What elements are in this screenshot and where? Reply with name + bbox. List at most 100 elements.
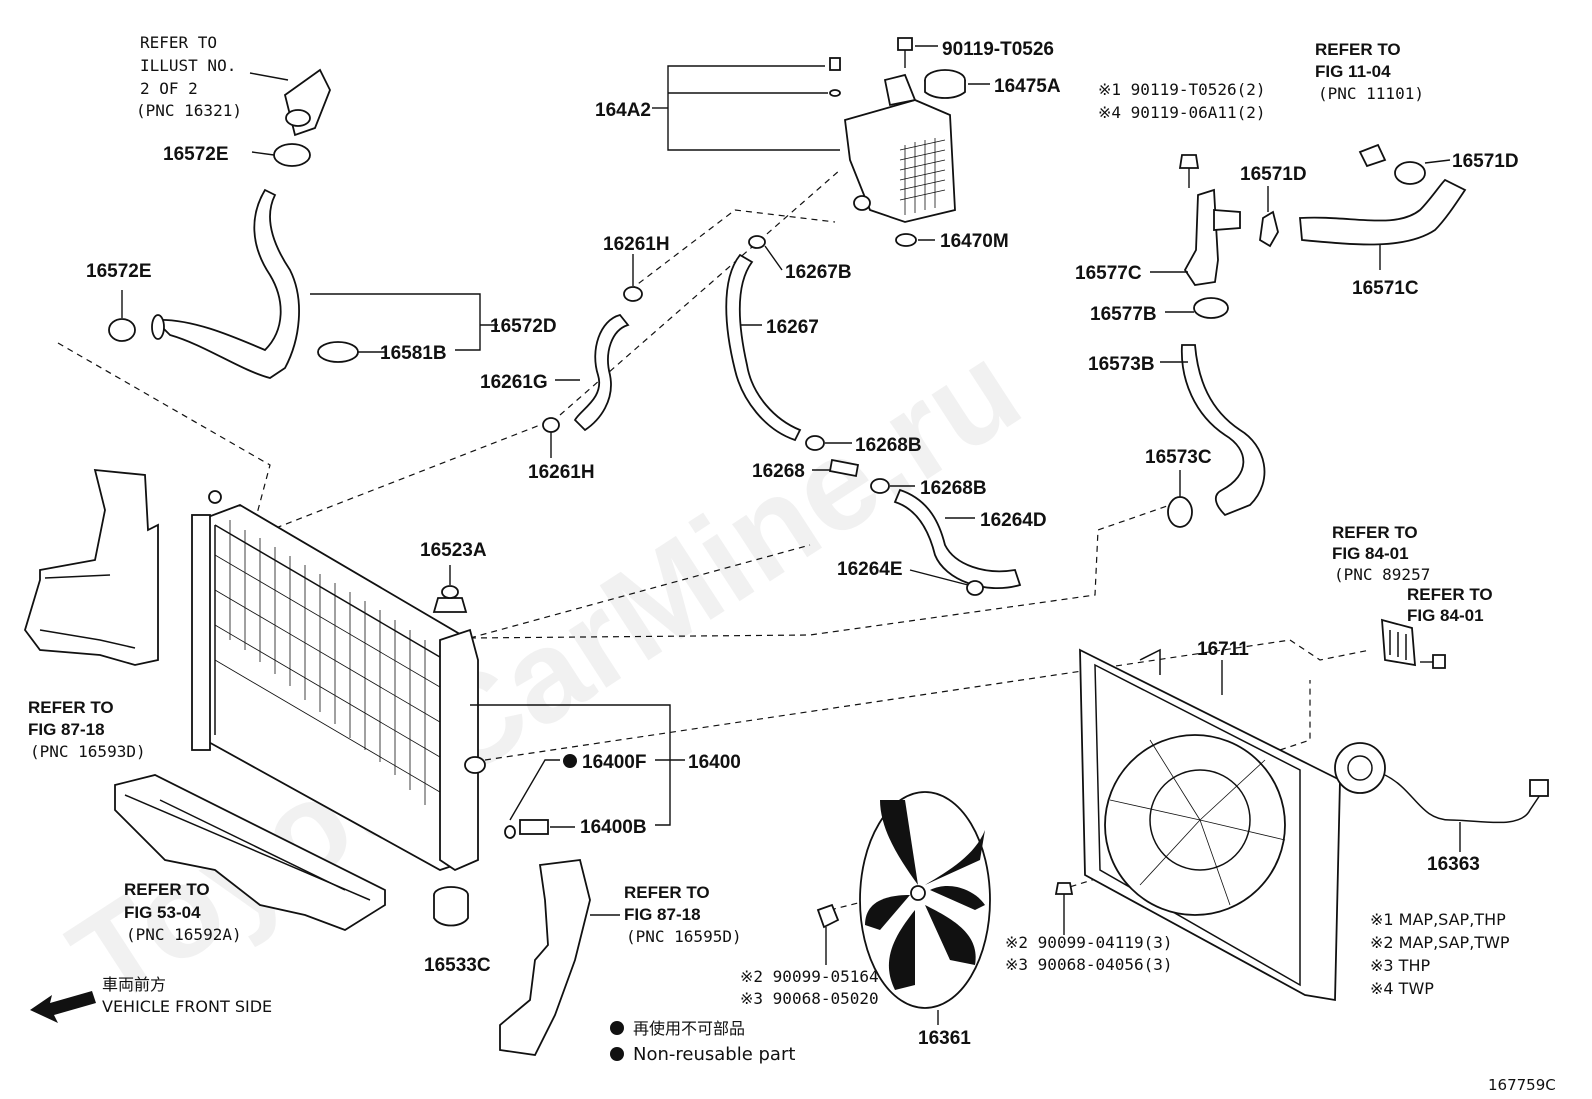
part-labels: 90119-T0526 16475A 164A2 16470M 16267B 1… bbox=[86, 39, 1519, 1049]
label-16581B: 16581B bbox=[380, 343, 447, 364]
lower-hose-16573B bbox=[1160, 344, 1266, 517]
heater-hose-16261G bbox=[555, 313, 630, 432]
ref-top-left-line-4: (PNC 16321) bbox=[136, 101, 242, 120]
label-16475A: 16475A bbox=[994, 76, 1061, 97]
hose-outlet-16321 bbox=[283, 68, 331, 137]
hose-16571C bbox=[1299, 178, 1467, 270]
ref-top-right-line-1: REFER TO bbox=[1315, 40, 1401, 59]
ref-right-bolt: REFER TO FIG 84-01 bbox=[1407, 585, 1493, 625]
label-16268B-bottom: 16268B bbox=[920, 478, 987, 499]
radiator-upper-hose-16572D bbox=[151, 188, 300, 379]
ref-top-right: REFER TO FIG 11-04 (PNC 11101) bbox=[1315, 40, 1424, 103]
label-16571C: 16571C bbox=[1352, 278, 1419, 299]
ref-top-left: REFER TO ILLUST NO. 2 OF 2 (PNC 16321) bbox=[136, 33, 289, 120]
hose-16264D bbox=[893, 488, 1022, 589]
vehicle-front-indicator: 車両前方 VEHICLE FRONT SIDE bbox=[30, 975, 272, 1023]
label-16267B: 16267B bbox=[785, 262, 852, 283]
note-fan-nut-2: ※3 90068-05020 bbox=[740, 989, 879, 1008]
hose-clamp-16571D-right bbox=[1394, 159, 1451, 185]
radiator-cap-seat-16523A bbox=[432, 565, 468, 613]
label-16268: 16268 bbox=[752, 461, 805, 482]
vehicle-front-en: VEHICLE FRONT SIDE bbox=[102, 997, 272, 1016]
ref-bottom-mid: REFER TO FIG 87-18 (PNC 16595D) bbox=[624, 883, 742, 946]
ref-bottom-mid-line-1: REFER TO bbox=[624, 883, 710, 902]
drain-cock-16400B bbox=[504, 819, 575, 839]
fan-nut bbox=[816, 903, 840, 965]
radiator-cushion-16533C bbox=[433, 886, 469, 927]
note-fan-nut-1: ※2 90099-05164 bbox=[740, 967, 879, 986]
legend: 再使用不可部品 Non-reusable part bbox=[610, 1019, 795, 1065]
label-16400F: 16400F bbox=[582, 752, 646, 773]
label-16533C: 16533C bbox=[424, 955, 491, 976]
figure-id: 167759C bbox=[1488, 1076, 1556, 1094]
bolt-tank-set bbox=[1178, 154, 1200, 188]
label-16572D: 16572D bbox=[490, 316, 557, 337]
ref-bottom-mid-line-3: (PNC 16595D) bbox=[626, 927, 742, 946]
label-16400: 16400 bbox=[688, 752, 741, 773]
fan-shroud-16711 bbox=[1079, 648, 1341, 1002]
label-16711: 16711 bbox=[1197, 639, 1249, 660]
label-16572E-top: 16572E bbox=[163, 144, 229, 165]
label-164A2: 164A2 bbox=[595, 100, 651, 121]
hose-11101 bbox=[1358, 143, 1387, 168]
ref-top-right-line-3: (PNC 11101) bbox=[1318, 84, 1424, 103]
ref-bottom-left-line-2: FIG 53-04 bbox=[124, 903, 201, 922]
label-16363: 16363 bbox=[1427, 854, 1480, 875]
label-16268B-top: 16268B bbox=[855, 435, 922, 456]
hose-clamp-16261H-bottom bbox=[542, 417, 560, 458]
air-guide-bottom-16592A bbox=[114, 774, 386, 931]
radiator-assembly-16400 bbox=[191, 490, 486, 872]
variant-notes: ※1 MAP,SAP,THP ※2 MAP,SAP,TWP ※3 THP ※4 … bbox=[1370, 910, 1510, 998]
leader-16400-bracket bbox=[470, 704, 671, 826]
label-16571D-right: 16571D bbox=[1452, 151, 1519, 172]
note-shroud-bolt-1: ※2 90099-04119(3) bbox=[1005, 933, 1173, 952]
hose-clamp-16261H-top bbox=[623, 254, 643, 302]
hose-clamp-16268B-bottom bbox=[870, 478, 915, 494]
hose-clamp-16572E-top bbox=[251, 143, 311, 167]
label-16572E-left: 16572E bbox=[86, 261, 152, 282]
ref-right-relay-line-3: (PNC 89257 bbox=[1334, 565, 1430, 584]
label-16264D: 16264D bbox=[980, 510, 1047, 531]
relay-bolt bbox=[1420, 654, 1446, 669]
reservoir-tank-16470 bbox=[844, 73, 956, 223]
label-16261G: 16261G bbox=[480, 372, 548, 393]
ref-top-left-line-1: REFER TO bbox=[140, 33, 217, 52]
variant-note-2: ※2 MAP,SAP,TWP bbox=[1370, 933, 1510, 952]
hose-clamp-16267B bbox=[748, 235, 783, 271]
legend-filled-circle-icon bbox=[610, 1021, 624, 1035]
hose-clamp-16268B-top bbox=[805, 435, 852, 451]
label-16523A: 16523A bbox=[420, 540, 487, 561]
clip-16264E bbox=[909, 569, 984, 596]
ref-top-right-line-2: FIG 11-04 bbox=[1315, 62, 1391, 81]
label-16577B: 16577B bbox=[1090, 304, 1157, 325]
bolt-90119-T0526 bbox=[897, 37, 938, 68]
ref-top-left-line-2: ILLUST NO. bbox=[140, 56, 236, 75]
ref-bottom-left-line-3: (PNC 16592A) bbox=[126, 925, 242, 944]
label-16361: 16361 bbox=[918, 1028, 971, 1049]
vehicle-front-jp: 車両前方 bbox=[102, 975, 166, 994]
label-16573B: 16573B bbox=[1088, 354, 1155, 375]
reservoir-hose-16267 bbox=[725, 253, 802, 442]
reservoir-cap-16475A bbox=[924, 69, 990, 99]
variant-note-4: ※4 TWP bbox=[1370, 979, 1434, 998]
leader-16572D bbox=[310, 293, 481, 351]
label-16264E: 16264E bbox=[837, 559, 903, 580]
fan-relay-89257 bbox=[1381, 618, 1416, 667]
ref-bottom-left-line-1: REFER TO bbox=[124, 880, 210, 899]
ref-right-relay-line-1: REFER TO bbox=[1332, 523, 1418, 542]
note-tank-bolt-1: ※1 90119-T0526(2) bbox=[1098, 80, 1266, 99]
non-reusable-marker-icon bbox=[563, 754, 577, 768]
label-16577C: 16577C bbox=[1075, 263, 1142, 284]
label-16267: 16267 bbox=[766, 317, 819, 338]
label-16261H-top: 16261H bbox=[603, 234, 670, 255]
legend-filled-circle-icon-2 bbox=[610, 1047, 624, 1061]
legend-en: Non-reusable part bbox=[633, 1044, 795, 1065]
ref-right-bolt-line-1: REFER TO bbox=[1407, 585, 1493, 604]
variant-note-1: ※1 MAP,SAP,THP bbox=[1370, 910, 1506, 929]
ref-left-shroud-line-2: FIG 87-18 bbox=[28, 720, 105, 739]
note-tank-bolt-2: ※4 90119-06A11(2) bbox=[1098, 103, 1266, 122]
label-16400B: 16400B bbox=[580, 817, 647, 838]
leader-16400F bbox=[509, 759, 560, 821]
